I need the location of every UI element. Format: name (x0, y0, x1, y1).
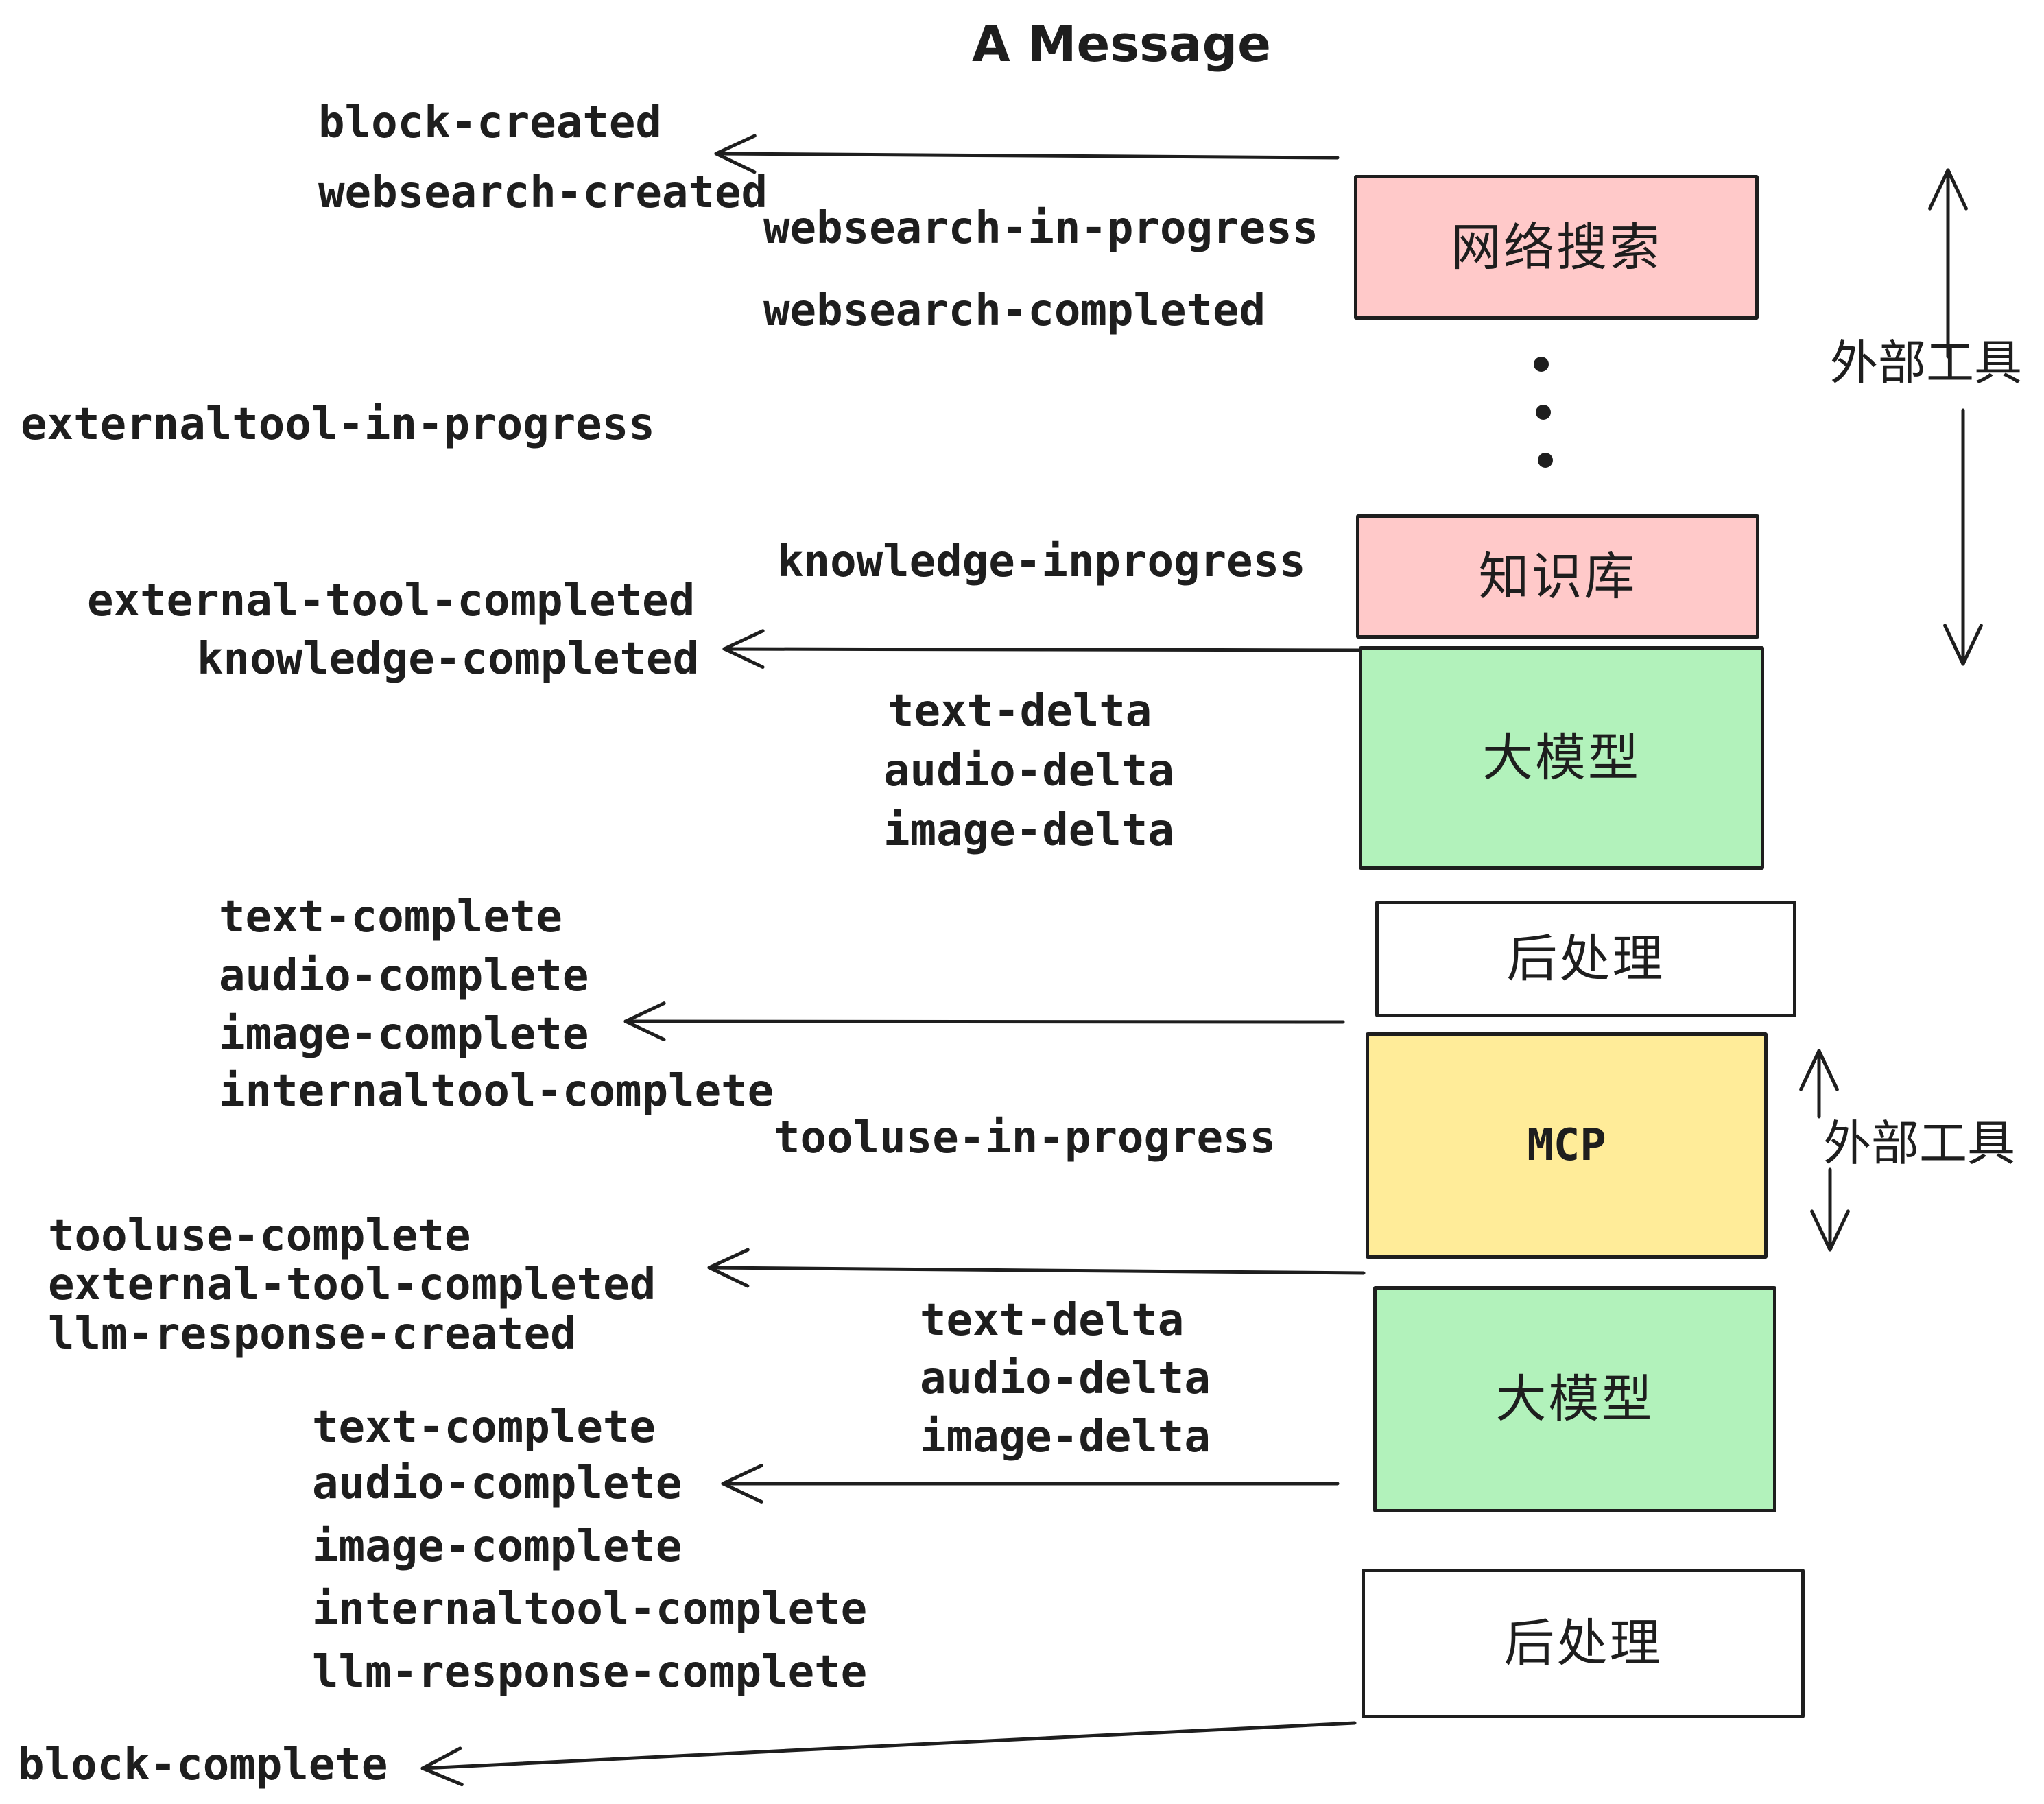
event-label: tooluse-in-progress (774, 1113, 1276, 1163)
external-tools-label: 外部工具 (1823, 1115, 2015, 1172)
event-label: llm-response-complete (312, 1647, 868, 1698)
event-label: knowledge-completed (197, 634, 700, 685)
event-label: audio-complete (312, 1458, 682, 1509)
node-mcp: MCP (1366, 1032, 1768, 1259)
ellipsis-dot (1538, 453, 1553, 468)
node-label: 网络搜索 (1451, 217, 1662, 277)
arrow-external-tools-down-1 (1943, 408, 1983, 666)
event-label: text-complete (312, 1402, 656, 1453)
node-llm-1: 大模型 (1359, 646, 1764, 870)
arrow-mcp-to-tooluse-complete (707, 1248, 1366, 1288)
arrow-external-tools-up-1 (1928, 168, 1968, 359)
event-label: llm-response-created (48, 1309, 577, 1360)
arrow-knowledge-to-knowledge-completed (722, 629, 1367, 669)
event-label: image-complete (312, 1521, 682, 1572)
event-label: external-tool-completed (87, 575, 696, 626)
event-label: block-complete (18, 1740, 388, 1790)
event-label: text-delta (888, 686, 1152, 737)
node-label: MCP (1527, 1120, 1606, 1171)
node-post-1: 后处理 (1375, 901, 1796, 1017)
arrow-post2-to-block-complete (420, 1721, 1357, 1787)
event-label: image-delta (883, 805, 1174, 856)
event-label: block-created (318, 97, 662, 148)
node-llm-2: 大模型 (1373, 1286, 1776, 1512)
event-label: externaltool-in-progress (21, 399, 655, 450)
event-label: image-complete (219, 1009, 589, 1060)
node-label: 大模型 (1482, 728, 1641, 787)
event-label: image-delta (920, 1412, 1211, 1462)
arrow-websearch-to-block-created (714, 134, 1340, 174)
event-label: internaltool-complete (312, 1584, 868, 1635)
arrow-llm2-to-audio-complete (721, 1464, 1340, 1504)
event-label: text-delta (920, 1295, 1185, 1346)
event-label: audio-delta (883, 746, 1174, 796)
node-label: 大模型 (1495, 1370, 1654, 1429)
node-websearch: 网络搜索 (1354, 175, 1759, 320)
node-knowledge: 知识库 (1356, 514, 1759, 639)
event-label: websearch-in-progress (763, 203, 1319, 254)
event-label: knowledge-inprogress (777, 536, 1306, 587)
ellipsis-dot (1534, 357, 1549, 372)
node-label: 知识库 (1478, 547, 1637, 606)
event-label: websearch-completed (763, 285, 1266, 336)
arrow-external-tools-up-2 (1799, 1049, 1839, 1119)
event-label: internaltool-complete (219, 1066, 774, 1117)
node-post-2: 后处理 (1362, 1569, 1805, 1718)
event-label: websearch-created (318, 167, 768, 218)
node-label: 后处理 (1504, 1614, 1663, 1673)
node-label: 后处理 (1506, 929, 1665, 988)
event-label: text-complete (219, 892, 562, 942)
diagram-title: A Message (972, 15, 1271, 73)
event-label: external-tool-completed (48, 1259, 656, 1310)
arrow-external-tools-down-2 (1810, 1167, 1850, 1252)
event-label: tooluse-complete (48, 1211, 471, 1261)
event-label: audio-complete (219, 951, 589, 1001)
external-tools-label: 外部工具 (1830, 335, 2022, 391)
event-label: audio-delta (920, 1353, 1211, 1404)
arrow-post1-to-image-complete (623, 1001, 1345, 1041)
ellipsis-dot (1536, 405, 1551, 420)
